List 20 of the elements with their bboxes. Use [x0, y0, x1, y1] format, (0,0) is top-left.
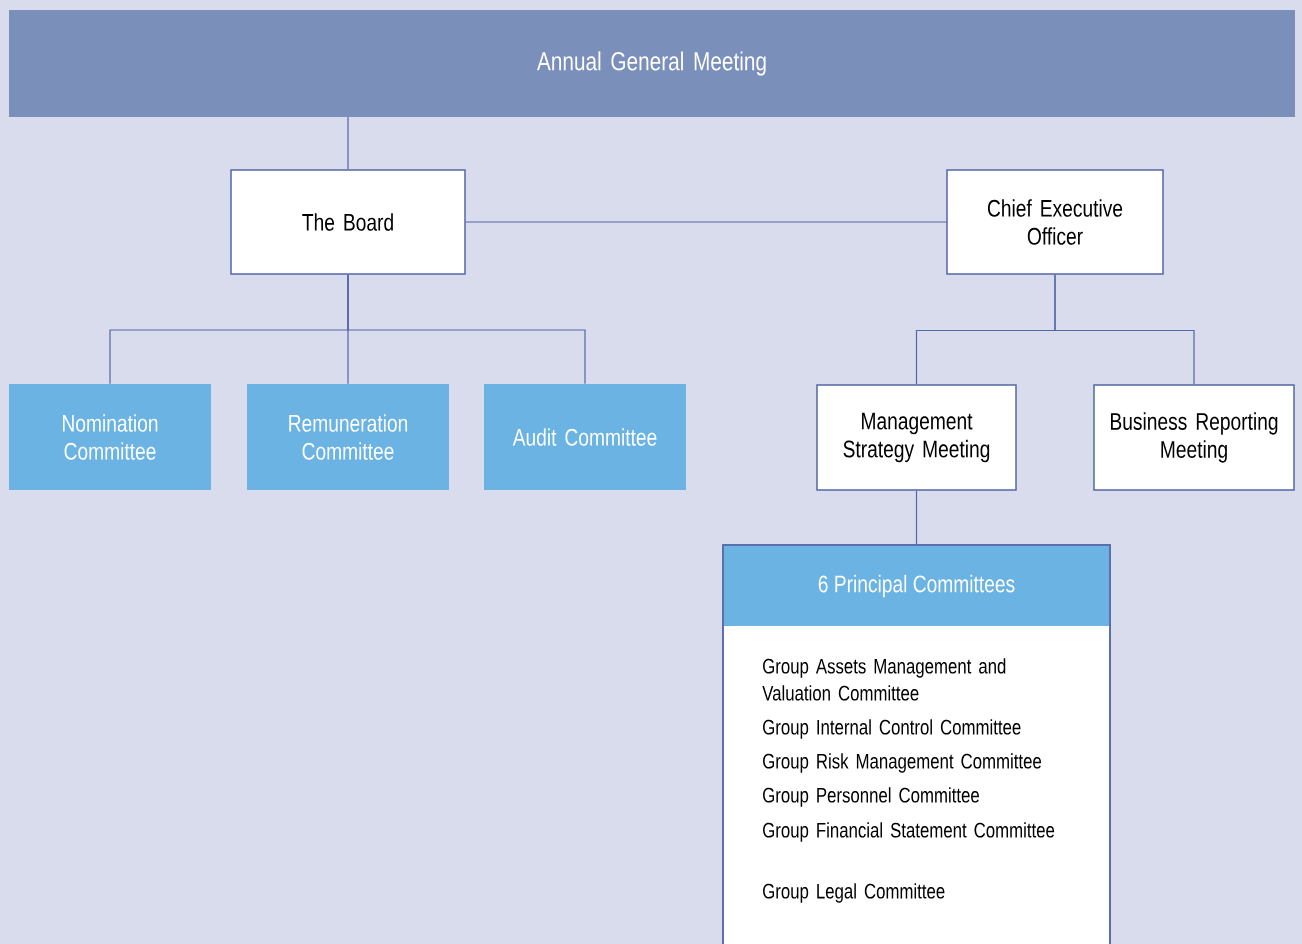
connector-line — [347, 116, 349, 170]
committee-box: Nomination Committee — [9, 384, 211, 490]
list-item: Group Assets Management and Valuation Committee — [762, 658, 1006, 701]
org-box: Management Strategy Meeting — [816, 384, 1017, 491]
list-item: Group Risk Management Committee — [763, 753, 1042, 773]
connector-line — [347, 274, 586, 385]
header-band: Annual General Meeting — [9, 10, 1295, 117]
connector-line — [915, 490, 918, 545]
org-box: Business Reporting Meeting — [1093, 384, 1295, 491]
org-box: The Board — [230, 169, 466, 275]
committee-box: Remuneration Committee — [247, 384, 449, 490]
list-item: Group Personnel Committee — [763, 787, 979, 807]
list-item: Group Financial Statement Committee — [763, 822, 1055, 842]
list-item: Group Legal Committee — [763, 883, 945, 903]
panel-heading: 6 Principal Committees — [818, 574, 1015, 598]
list-item: Group Internal Control Committee — [763, 719, 1021, 739]
connector-line — [1054, 274, 1195, 385]
org-box: Chief Executive Officer — [946, 169, 1164, 275]
connector-line — [465, 221, 947, 223]
committee-box: Audit Committee — [484, 384, 686, 490]
